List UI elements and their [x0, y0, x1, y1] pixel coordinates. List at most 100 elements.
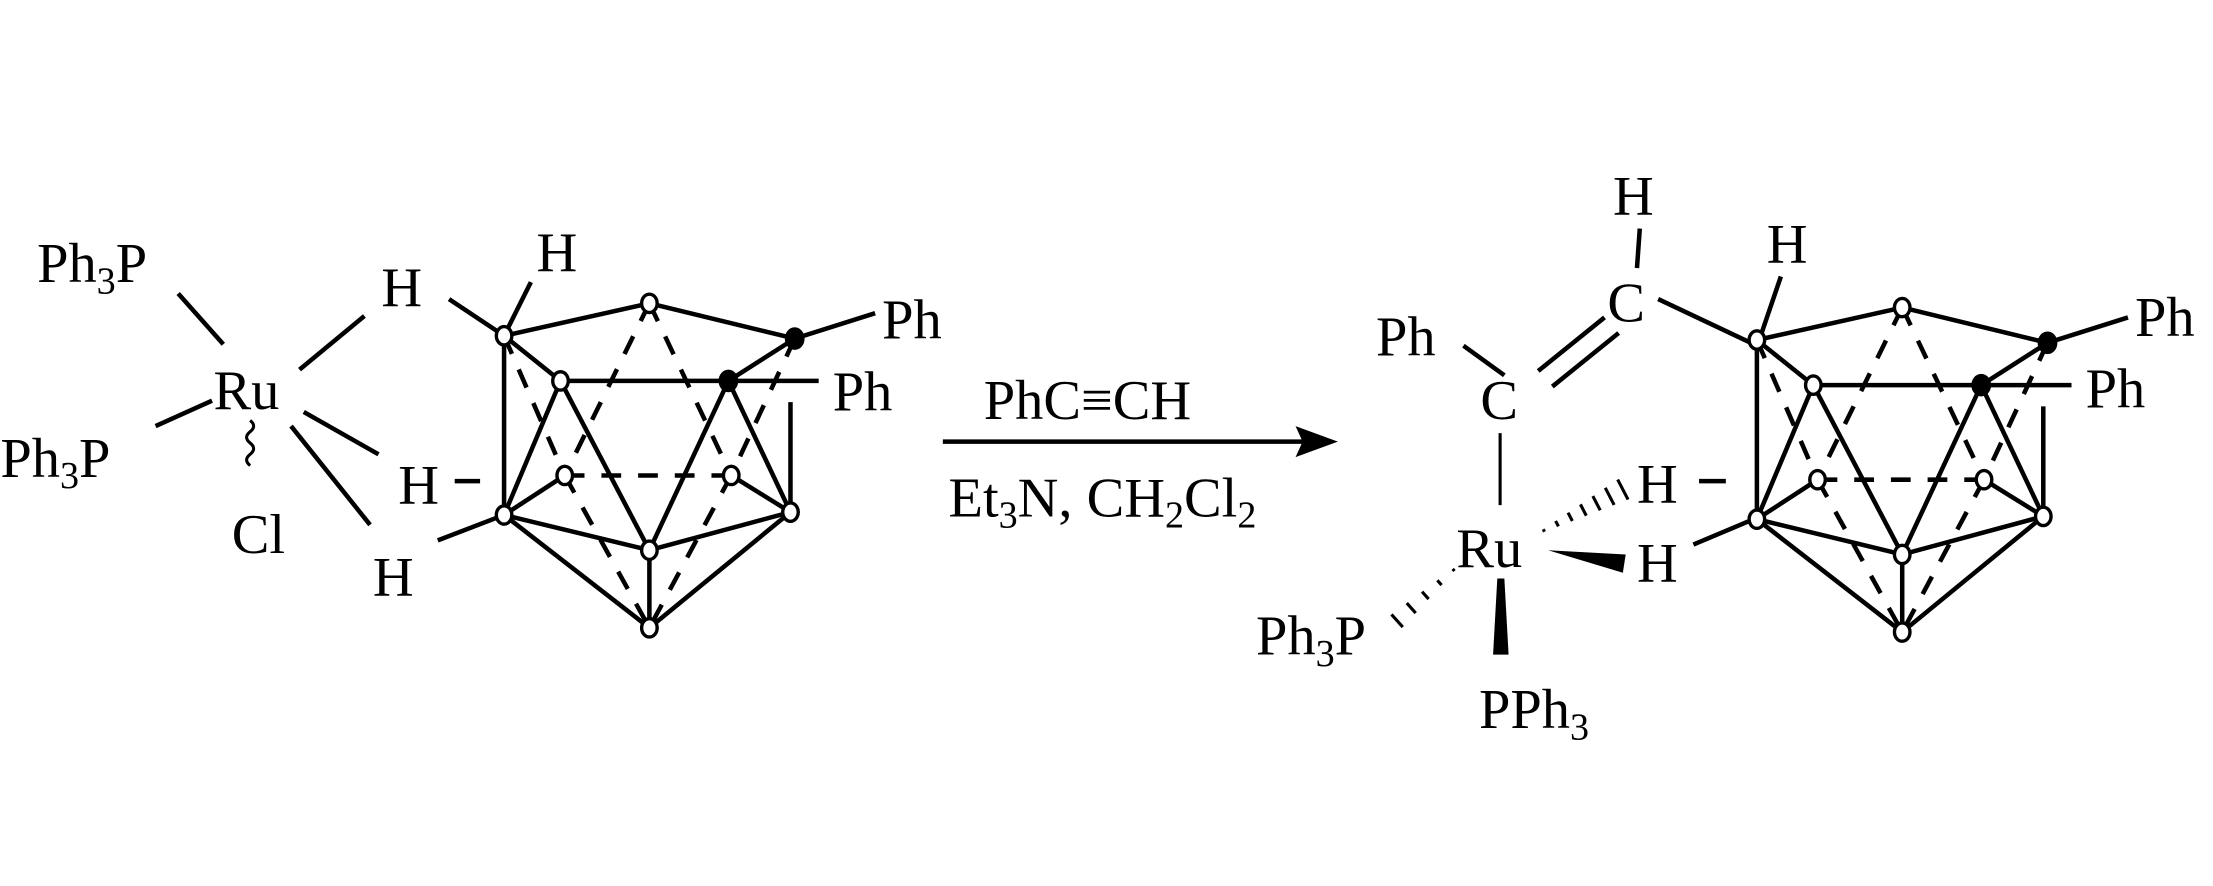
- cage-edge: [1754, 384, 1816, 521]
- boron-vertex: [1747, 508, 1767, 531]
- phenyl-label-1: Ph: [882, 290, 942, 352]
- ph-c-bond: [1462, 343, 1506, 378]
- cage-h-label-product: H: [1767, 213, 1808, 275]
- cage-edge: [558, 379, 652, 552]
- wedge-bond-ru-h: [1548, 550, 1626, 573]
- hydride-top-label: H: [381, 257, 422, 319]
- cage-edge: [1979, 340, 2049, 388]
- pph3-bottom-label: PPh3: [1479, 679, 1589, 748]
- vinyl-c-lower-label: C: [1480, 370, 1518, 432]
- boron-vertex: [721, 464, 741, 487]
- h-cage-bond-low-product: [1692, 515, 1758, 547]
- cage-back-edge: [729, 337, 797, 477]
- hash-stroke: [1405, 602, 1417, 615]
- cage-edge: [1755, 517, 1904, 634]
- vinyl-c-upper-label: C: [1607, 273, 1645, 335]
- cage-edge: [648, 301, 796, 341]
- phenyl-label-2-product: Ph: [2086, 359, 2146, 421]
- boron-vertex: [494, 504, 514, 526]
- boron-vertex: [494, 324, 514, 347]
- cage-edge: [1901, 514, 2044, 557]
- cage-back-edge: [647, 302, 734, 477]
- cl-label: Cl: [232, 504, 285, 566]
- boron-vertex: [1803, 374, 1823, 397]
- ru-h-bond-mid: [302, 409, 380, 457]
- hash-stroke: [1591, 495, 1602, 512]
- cage-edge: [1982, 477, 2045, 519]
- hash-stroke: [1420, 590, 1430, 601]
- cage-edge: [503, 301, 650, 338]
- ru-h-bond-low: [289, 424, 372, 527]
- cage-edge: [1811, 384, 1905, 556]
- cage-edge: [727, 336, 796, 383]
- boron-vertex: [1808, 468, 1828, 491]
- boron-vertex: [555, 464, 575, 487]
- boron-vertex: [781, 501, 800, 523]
- hydride-low-label: H: [373, 546, 414, 608]
- ph3p-left-label: Ph3P: [1256, 606, 1366, 675]
- c-ph-bond: [2046, 315, 2129, 345]
- boron-vertex: [2033, 505, 2053, 528]
- carbon-vertex: [2037, 331, 2058, 355]
- hash-stroke: [1390, 613, 1404, 629]
- ru-label: Ru: [213, 360, 279, 422]
- cage-back-edge: [1754, 339, 1820, 481]
- boron-vertex: [1892, 543, 1912, 566]
- boron-vertex: [1747, 329, 1767, 351]
- cage-edge: [648, 509, 792, 553]
- cage-edge: [730, 473, 792, 515]
- cage-back-edge: [1815, 478, 1905, 634]
- hydride-low-label-product: H: [1637, 532, 1678, 594]
- cage-edge: [1901, 305, 2049, 346]
- cage-edge: [1755, 477, 1819, 522]
- vinyl-h-label: H: [1613, 165, 1654, 227]
- ru-p-bond-bottom: [154, 398, 213, 429]
- hydride-mid-label: H: [398, 455, 439, 517]
- boron-vertex: [1892, 621, 1912, 643]
- cage-edge: [1979, 384, 2046, 518]
- cage-edge: [503, 512, 650, 553]
- cage-back-edge: [502, 334, 567, 477]
- boron-vertex: [639, 539, 659, 562]
- cage-edge: [1900, 514, 2045, 634]
- hashed-bond-ru-h: [1541, 478, 1630, 533]
- boron-vertex: [1974, 468, 1994, 491]
- cage-edge: [1755, 338, 1815, 387]
- arrow-head-icon: [1295, 426, 1338, 458]
- double-bond-line-1: [1536, 315, 1606, 373]
- reaction-arrow: PhC≡CH Et3N, CH2Cl2: [942, 370, 1338, 537]
- cage-back-edge: [647, 474, 734, 629]
- hashed-bond-ru-p: [1390, 567, 1456, 629]
- cage-edge: [502, 473, 566, 517]
- wavy-bond-icon: [245, 419, 256, 467]
- cage-h-label: H: [537, 222, 578, 284]
- carbon-vertex: [784, 327, 805, 350]
- cage-edge: [1756, 305, 1903, 343]
- hash-stroke: [1566, 511, 1574, 522]
- c-ph-bond: [794, 311, 876, 341]
- cage-back-edge: [1981, 341, 2050, 481]
- phenyl-label-2: Ph: [833, 362, 893, 424]
- hash-stroke: [1541, 528, 1546, 533]
- carborane-cage-product: [1747, 296, 2129, 643]
- c-cage-bond: [1657, 297, 1758, 348]
- carbon-vertex: [1971, 373, 1992, 397]
- cage-edge: [501, 380, 563, 516]
- wedge-bond-ru-pph3: [1493, 578, 1509, 655]
- double-bond-line-2: [1550, 331, 1621, 389]
- boron-vertex: [639, 616, 659, 639]
- ru-label-product: Ru: [1456, 518, 1522, 580]
- boron-vertex: [639, 292, 659, 315]
- carbon-vertex: [718, 369, 739, 393]
- hash-stroke: [1616, 478, 1630, 501]
- cage-back-edge: [562, 474, 652, 629]
- cage-back-edge: [1815, 306, 1905, 481]
- boron-vertex: [551, 370, 570, 392]
- vinyl-ph-label: Ph: [1376, 307, 1436, 369]
- cage-edge: [502, 334, 562, 383]
- cage-edge: [726, 379, 793, 514]
- reagent-label: PhC≡CH: [984, 370, 1191, 432]
- hash-stroke: [1436, 579, 1443, 587]
- cage-edge: [1756, 516, 1903, 557]
- h-cage-bond-low: [436, 512, 505, 543]
